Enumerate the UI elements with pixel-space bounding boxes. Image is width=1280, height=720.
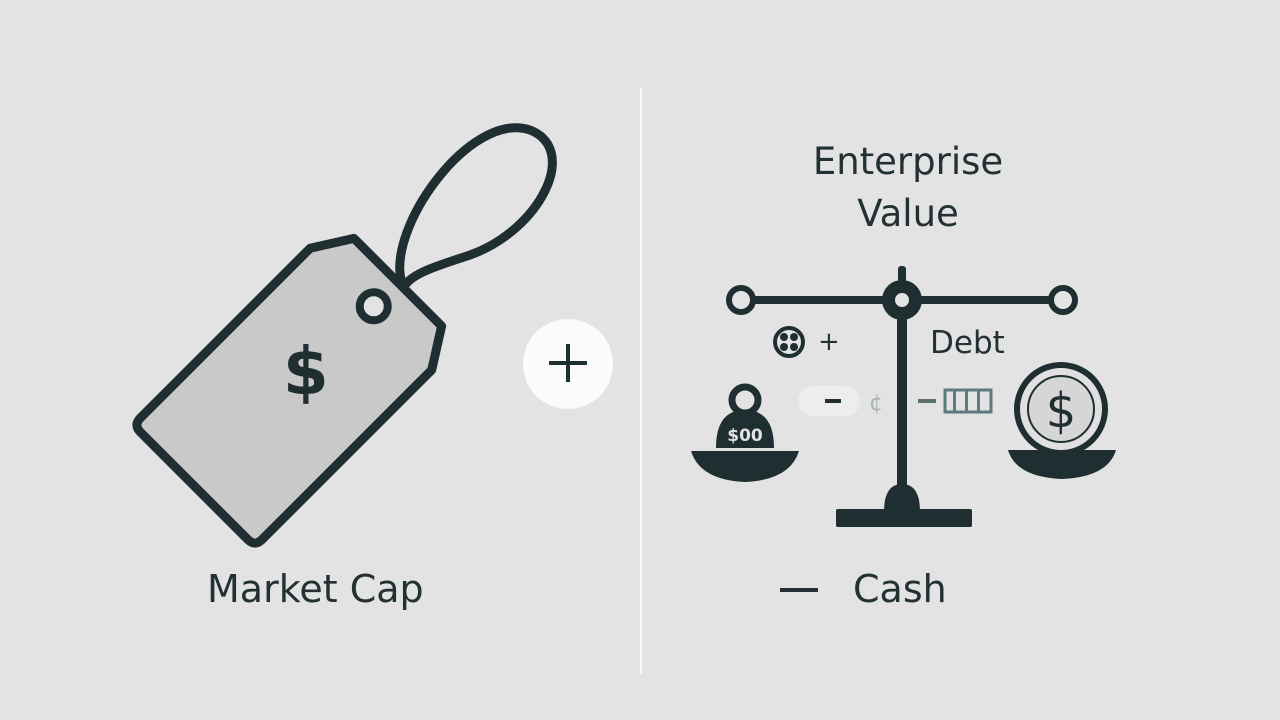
enterprise-value-title: Enterprise Value	[812, 140, 1004, 235]
svg-text:$00: $00	[727, 426, 763, 446]
divider-line	[640, 88, 642, 674]
minus-operator	[780, 588, 818, 592]
plus-icon	[549, 344, 587, 382]
small-plus-sign: +	[818, 327, 840, 357]
svg-text:¢: ¢	[869, 391, 883, 416]
plus-operator	[523, 319, 613, 409]
cash-label: Cash	[853, 567, 947, 611]
market-cap-label: Market Cap	[207, 567, 424, 611]
svg-text:$: $	[1046, 383, 1077, 439]
debt-label: Debt	[930, 325, 1005, 361]
coins-icon	[773, 326, 805, 358]
svg-text:$: $	[283, 333, 329, 410]
